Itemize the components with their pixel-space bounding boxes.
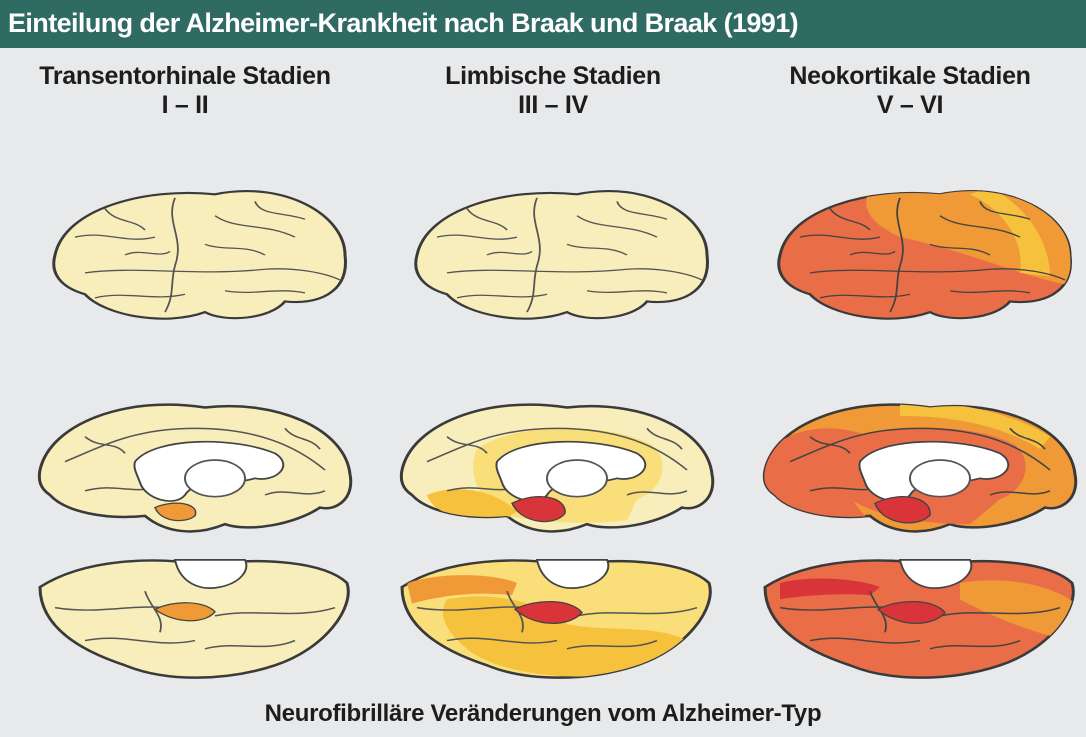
figure-caption: Neurofibrilläre Veränderungen vom Alzhei… xyxy=(0,700,1086,728)
brain-medial-stage-3-4 xyxy=(387,345,727,545)
column-stages: I – II xyxy=(5,91,365,120)
column-heading-transentorhinal: Transentorhinale Stadien I – II xyxy=(5,62,365,120)
column-stages: III – IV xyxy=(373,91,733,120)
column-name: Transentorhinale Stadien xyxy=(5,62,365,91)
brain-medial-stage-5-6 xyxy=(750,345,1086,545)
brain-lateral-stage-3-4 xyxy=(387,130,727,330)
column-name: Neokortikale Stadien xyxy=(730,62,1086,91)
brain-lateral-stage-1-2 xyxy=(25,130,365,330)
brain-inferior-stage-1-2 xyxy=(25,550,365,690)
brain-inferior-stage-3-4 xyxy=(387,550,727,690)
brain-medial-stage-1-2 xyxy=(25,345,365,545)
brain-inferior-stage-5-6 xyxy=(750,550,1086,690)
column-name: Limbische Stadien xyxy=(373,62,733,91)
brain-lateral-stage-5-6 xyxy=(750,130,1086,330)
title-bar: Einteilung der Alzheimer-Krankheit nach … xyxy=(0,0,1086,48)
column-heading-neocortical: Neokortikale Stadien V – VI xyxy=(730,62,1086,120)
column-stages: V – VI xyxy=(730,91,1086,120)
column-heading-limbic: Limbische Stadien III – IV xyxy=(373,62,733,120)
figure-title: Einteilung der Alzheimer-Krankheit nach … xyxy=(8,8,798,39)
